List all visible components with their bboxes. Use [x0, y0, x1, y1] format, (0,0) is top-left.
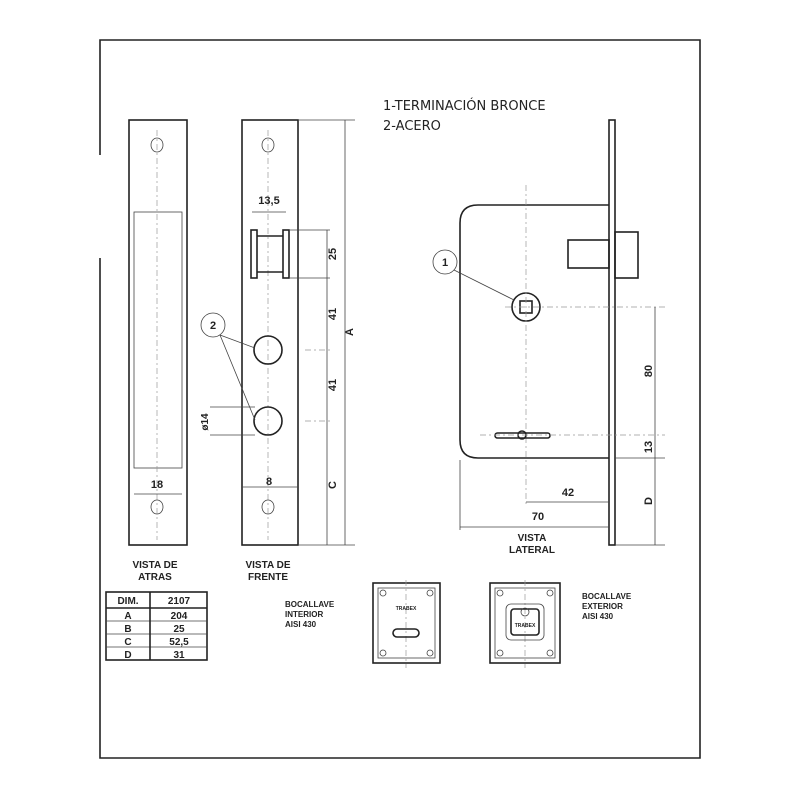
front-view: 13,5 25 41 41 C A ø14 8 2 — [200, 119, 356, 546]
dim-13: 13 — [643, 441, 655, 453]
exterior-label-3: AISI 430 — [582, 612, 614, 621]
interior-label-3: AISI 430 — [285, 620, 317, 629]
label-back-view-2: ATRAS — [138, 572, 172, 583]
exterior-label-1: BOCALLAVE — [582, 592, 632, 601]
table-cell: C — [124, 637, 131, 648]
exterior-brand: TRABEX — [515, 623, 536, 629]
interior-brand: TRABEX — [396, 606, 417, 612]
label-front-view-2: FRENTE — [248, 572, 288, 583]
table-header-model: 2107 — [168, 596, 191, 607]
exterior-escutcheon: TRABEX — [489, 580, 561, 668]
finish-note-2: 2-ACERO — [383, 119, 441, 134]
dim-42: 42 — [562, 487, 574, 499]
dim-a: A — [344, 328, 356, 336]
callout-2: 2 — [210, 320, 216, 332]
dim-front-width: 8 — [266, 476, 272, 488]
dim-spacing-1: 41 — [327, 308, 339, 320]
dim-70: 70 — [532, 511, 544, 523]
exterior-label-2: EXTERIOR — [582, 602, 623, 611]
table-cell: 25 — [173, 624, 185, 635]
dim-d: D — [643, 497, 655, 505]
label-lateral-view-1: VISTA — [518, 533, 547, 544]
interior-escutcheon: TRABEX — [372, 580, 441, 668]
dim-latch-width: 13,5 — [258, 195, 279, 207]
dim-c: C — [327, 481, 339, 489]
label-back-view-1: VISTA DE — [132, 560, 177, 571]
label-lateral-view-2: LATERAL — [509, 545, 555, 556]
table-cell: D — [124, 650, 131, 661]
dim-spacing-2: 41 — [327, 379, 339, 391]
callout-1: 1 — [442, 257, 448, 269]
table-cell: 204 — [171, 611, 188, 622]
dimension-table: DIM. 2107 A 204 B 25 C 52,5 D 31 — [105, 591, 208, 661]
dim-80: 80 — [643, 365, 655, 377]
interior-label-1: BOCALLAVE — [285, 600, 335, 609]
dim-hole-diameter: ø14 — [200, 413, 211, 431]
finish-note-1: 1-TERMINACIÓN BRONCE — [383, 98, 546, 114]
dim-latch-height: 25 — [327, 248, 339, 260]
lateral-view: 1 80 13 D 42 70 — [432, 119, 665, 546]
label-front-view-1: VISTA DE — [245, 560, 290, 571]
back-view: 18 — [128, 119, 188, 546]
table-cell: 31 — [173, 650, 185, 661]
dim-back-width: 18 — [151, 479, 163, 491]
table-header-dim: DIM. — [117, 596, 138, 607]
drawing-frame — [99, 39, 701, 759]
table-cell: A — [124, 611, 131, 622]
interior-label-2: INTERIOR — [285, 610, 323, 619]
table-cell: 52,5 — [169, 637, 189, 648]
table-cell: B — [124, 624, 131, 635]
